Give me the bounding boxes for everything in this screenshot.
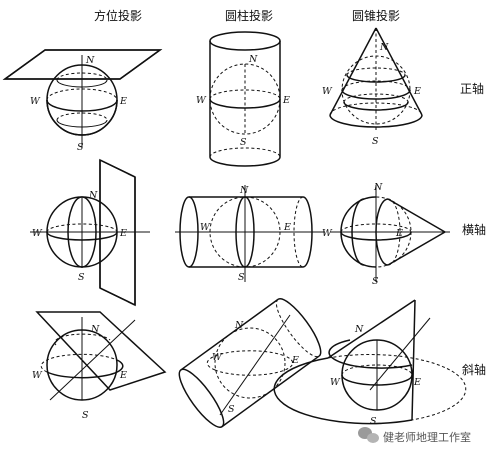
conic-normal: N W E S	[322, 27, 423, 147]
label-north: N	[373, 182, 383, 193]
label-south: S	[228, 404, 235, 415]
label-north: N	[234, 320, 244, 331]
cylindrical-oblique: N W E S	[178, 298, 322, 428]
label-south: S	[372, 276, 379, 287]
label-south: S	[78, 272, 85, 283]
conic-oblique: N W E S	[273, 299, 467, 427]
watermark-text: 健老师地理工作室	[383, 430, 471, 444]
row-label-transverse: 横轴	[462, 222, 486, 237]
label-east: E	[283, 222, 291, 233]
label-east: E	[119, 370, 127, 381]
label-west: W	[32, 228, 43, 239]
label-west: W	[322, 86, 333, 97]
label-west: W	[330, 377, 341, 388]
label-north: N	[354, 324, 364, 335]
header-azimuthal: 方位投影	[94, 8, 142, 23]
label-north: N	[239, 185, 249, 196]
cylindrical-transverse: N W E S	[175, 185, 325, 283]
row-label-normal: 正轴	[460, 81, 484, 96]
watermark: 健老师地理工作室	[358, 427, 471, 444]
azimuthal-normal: N W E S	[2, 49, 163, 153]
label-south: S	[370, 416, 377, 427]
label-east: E	[291, 355, 299, 366]
label-north: N	[85, 55, 95, 66]
label-west: W	[196, 95, 207, 106]
label-north: N	[379, 42, 389, 53]
label-south: S	[82, 410, 89, 421]
azimuthal-transverse: N W E S	[30, 158, 150, 307]
label-south: S	[238, 272, 245, 283]
row-label-oblique: 斜轴	[462, 362, 486, 377]
wechat-logo-icon	[358, 427, 379, 443]
label-north: N	[88, 190, 98, 201]
cylindrical-normal: N W E S	[196, 31, 290, 167]
label-west: W	[212, 352, 223, 363]
label-east: E	[413, 377, 421, 388]
label-south: S	[372, 136, 379, 147]
header-cylindrical: 圆柱投影	[225, 8, 273, 23]
label-east: E	[282, 95, 290, 106]
label-north: N	[90, 324, 100, 335]
label-east: E	[395, 228, 403, 239]
label-west: W	[322, 228, 333, 239]
label-north: N	[248, 54, 258, 65]
label-east: E	[119, 228, 127, 239]
header-conic: 圆锥投影	[352, 8, 400, 23]
azimuthal-oblique: N W E S	[32, 311, 167, 421]
label-west: W	[32, 370, 43, 381]
label-west: W	[200, 222, 211, 233]
label-east: E	[413, 86, 421, 97]
conic-transverse: N W E S	[322, 182, 450, 287]
label-south: S	[240, 137, 247, 148]
label-east: E	[119, 96, 127, 107]
label-west: W	[30, 96, 41, 107]
label-south: S	[77, 142, 84, 153]
